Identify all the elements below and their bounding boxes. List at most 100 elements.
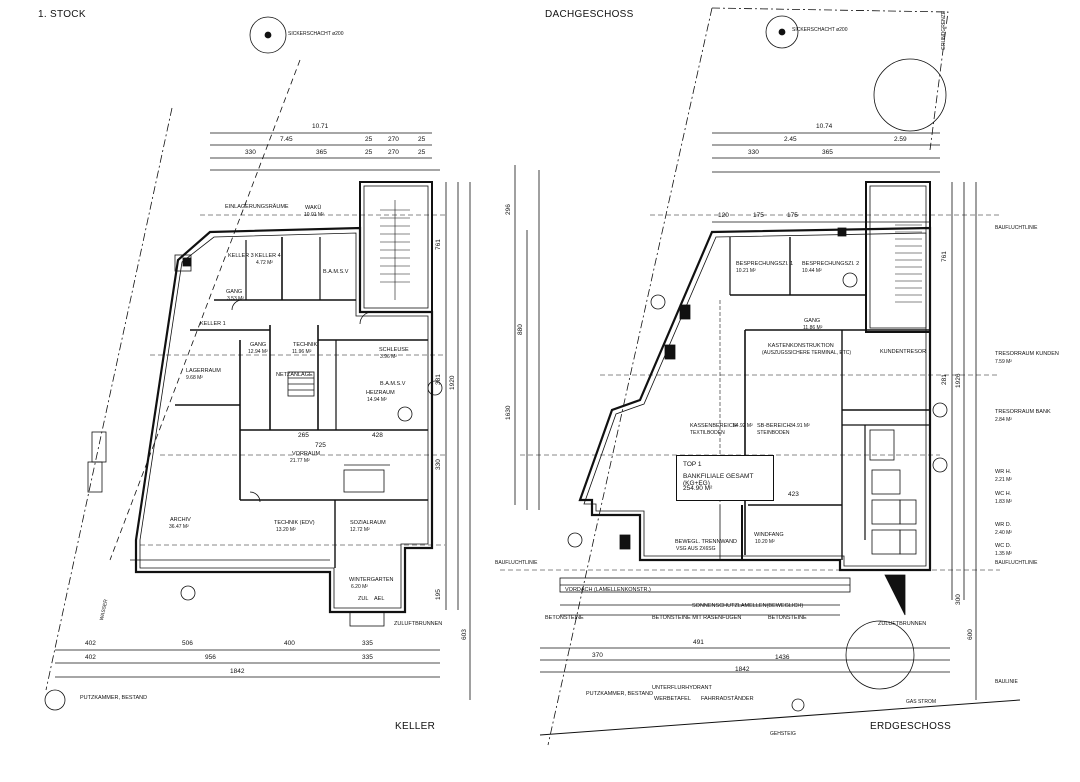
room-technik: TECHNIK [293,342,318,348]
dim-right-row3-b: 175 [753,212,764,219]
room-wakue-area: 10.01 M² [304,212,324,218]
room-keller4-area: 4.72 M² [256,260,273,266]
label-sickerschacht-left: SICKERSCHACHT ø200 [288,31,344,37]
label-unterflurhydrant: UNTERFLURHYDRANT [652,685,712,691]
title-basement: KELLER [395,721,436,732]
room-kassenbereich-sub: TEXTILBODEN [690,430,725,436]
dim-right-left-c: 1630 [505,405,512,420]
top1-summary-box: TOP 1 BANKFILIALE GESAMT (KG+EG) 254.90 … [676,455,774,501]
room-keller1: KELLER 1 [200,321,226,327]
label-wc-d1-area: 2.40 M² [995,530,1012,536]
room-wakue: WAKÜ [305,205,322,211]
room-sb-bereich: SB-BEREICH [757,423,791,429]
label-bewegl-sub: VSG AUS 2X6SG [676,546,716,552]
label-zul: ZUL [358,596,369,602]
dim-right-row3-a: 120 [718,212,729,219]
label-baufluchtlinie-left: BAUFLUCHTLINIE [495,560,538,566]
dim-right-bot-total: 1842 [735,666,750,673]
room-archiv: ARCHIV [170,517,191,523]
dim-left-row2-e: 25 [418,149,426,156]
label-tresorraum-kunden: TRESORRAUM KUNDEN [995,351,1059,357]
label-vordach: VORDACH (LAMELLENKONSTR.) [565,587,651,593]
dim-right-top-b: 2.59 [894,136,907,143]
label-putzkammer-left: PUTZKAMMER, BESTAND [80,695,148,701]
dim-right-right-b: 1926 [955,373,962,388]
dim-right-bot-c: 1436 [775,654,790,661]
room-bamsv-1: B.A.M.S.V [323,269,349,275]
room-gang: GANG [250,342,267,348]
dim-right-row2-a: 330 [748,149,759,156]
right-plan [500,7,1021,746]
label-baufluchtlinie-top: BAUFLUCHTLINIE [995,225,1038,231]
dim-right-top-total: 10.74 [816,123,833,130]
room-besprechung-1-area: 10.21 M² [736,268,756,274]
title-ground-floor: ERDGESCHOSS [870,721,952,732]
top1-area: 254.90 M² [683,485,713,492]
dim-left-row2-a: 330 [245,149,256,156]
dim-left-right-a: 761 [435,239,442,250]
label-grundgrenze-top: GRUNDGRENZE [941,10,947,50]
dim-left-right-f: 603 [461,629,468,640]
room-lagerraum-area: 9.68 M² [186,375,203,381]
label-kastenkonstruktion: KASTENKONSTRUKTION [768,343,834,349]
dim-left-bot-total: 1842 [230,668,245,675]
room-gang-right-area: 11.86 M² [803,325,823,331]
label-wc-d2: WC D. [995,543,1012,549]
room-sb-bereich-sub: STEINBODEN [757,430,790,436]
dim-left-mid-b: 428 [372,432,383,439]
room-keller3: KELLER 3 [228,253,254,259]
room-technik-area: 11.96 M² [292,349,312,355]
dim-right-row3-c: 175 [787,212,798,219]
dim-left-right-c: 381 [435,374,442,385]
label-wc-h1-area: 2.21 M² [995,477,1012,483]
room-vorraum-area: 21.77 M² [290,458,310,464]
label-bewegl-trennwand: BEWEGL. TRENNWAND [675,539,738,545]
dim-left-bot-r2-c: 335 [362,654,373,661]
left-plan [44,16,471,711]
label-tresorraum-kunden-area: 7.59 M² [995,359,1012,365]
room-kassenbereich-area: 54.92 M² [733,423,753,429]
room-sozialraum-area: 12.72 M² [350,527,370,533]
room-einlagerungsraeume: EINLAGERUNGSRÄUME [225,204,289,210]
room-besprechung-2: BESPRECHUNGSZI. 2 [802,261,860,267]
dim-left-bot-r2-b: 956 [205,654,216,661]
room-technik-edv: TECHNIK (EDV) [274,520,315,526]
label-baufluchtlinie-mid: BAUFLUCHTLINIE [995,560,1038,566]
label-sickerschacht-right: SICKERSCHACHT ø200 [792,27,848,33]
room-lagerraum: LAGERRAUM [186,368,221,374]
dim-left-bot-r1-a: 402 [85,640,96,647]
dim-left-bot-r1-c: 400 [284,640,295,647]
label-gas-strom: GAS STROM [906,699,937,705]
label-wc-h2-area: 1.83 M² [995,499,1012,505]
label-betonsteine-1: BETONSTEINE [545,615,584,621]
dim-left-top-a: 7.45 [280,136,293,143]
room-wintergarten: WINTERGARTEN [349,577,394,583]
dim-left-right-d: 330 [435,459,442,470]
room-netzanlage: NETZANLAGE [276,372,313,378]
room-heizraum-area: 14.94 M² [367,397,387,403]
label-betonsteine-2: BETONSTEINE MIT RASENFUGEN [652,615,742,621]
room-sozialraum: SOZIALRAUM [350,520,386,526]
dim-left-top-d: 25 [418,136,426,143]
label-wc-h2: WC H. [995,491,1012,497]
dim-left-row2-b: 365 [316,149,327,156]
label-putzkammer-right: PUTZKAMMER, BESTAND [586,691,654,697]
dim-right-right-a: 761 [941,251,948,262]
room-vorraum: VORRAUM [292,451,321,457]
room-schleuse-area: 3.96 M² [380,354,397,360]
room-gang-small-area: 3.53 M² [227,296,244,302]
label-sonnenschutz: SONNENSCHUTZLAMELLEN(BEWEGLICH) [692,603,804,609]
dim-right-right-e: 600 [967,629,974,640]
dim-right-bot-a: 370 [592,652,603,659]
room-heizraum: HEIZRAUM [366,390,395,396]
dim-right-row2-b: 365 [822,149,833,156]
dim-right-bot-b: 491 [693,639,704,646]
dim-left-bot-r2-a: 402 [85,654,96,661]
room-schleuse: SCHLEUSE [379,347,409,353]
label-ael: AEL [374,596,385,602]
label-gehsteig: GEHSTEIG [770,731,796,737]
dim-left-row2-d: 270 [388,149,399,156]
room-technik-edv-area: 13.20 M² [276,527,296,533]
dim-left-top-b: 25 [365,136,373,143]
